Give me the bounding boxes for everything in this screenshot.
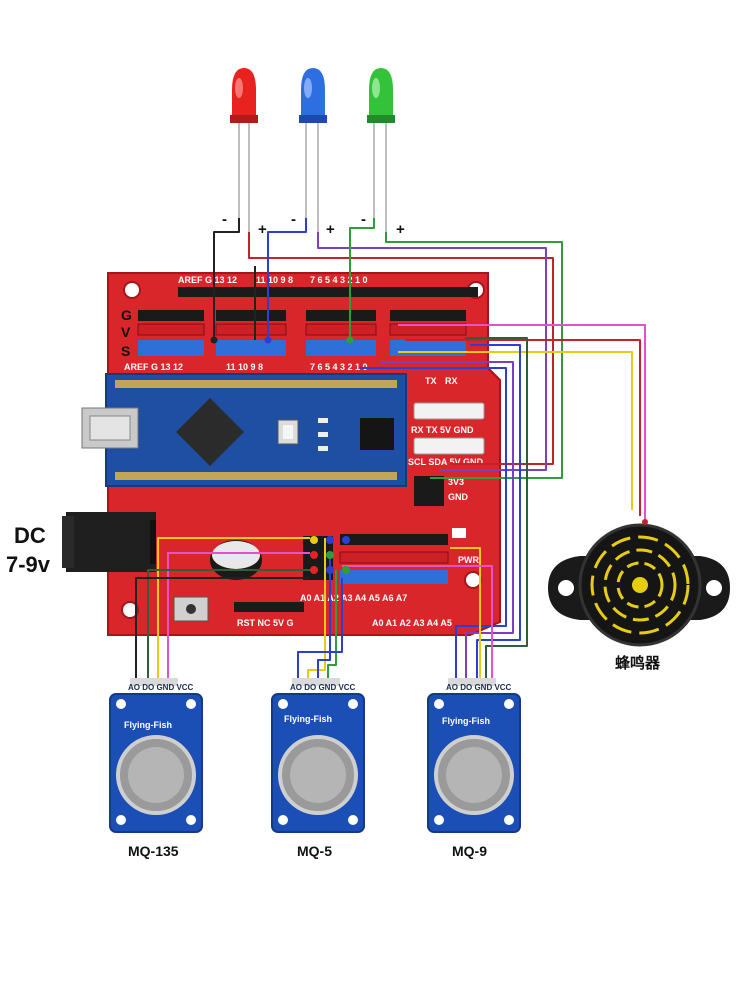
wire-led-red-pos [248,232,554,465]
mq5-model: MQ-5 [297,843,332,859]
gnd-label: GND [448,492,469,502]
led-green-pos: + [396,221,405,238]
row-s-label: S [121,343,130,359]
gvs-header-group-2 [215,310,287,356]
analog-header [339,534,449,584]
bottom-header-mid: 11 10 9 8 [226,362,263,372]
gvs-header-group-1 [137,310,205,356]
rx-label: RX [445,376,458,386]
bottom-header-left: AREF G 13 12 [124,362,183,372]
mq9-brand: Flying-Fish [442,716,490,726]
sensor-mq5 [271,678,365,833]
wire-led-blue-neg [267,218,307,340]
mq5-pins: AO DO GND VCC [290,683,356,692]
wire-mq135-ao [135,577,310,678]
led-red [230,68,258,232]
led-green [367,68,395,232]
uart-connector [413,402,485,420]
row-v-label: V [121,324,131,340]
buzzer [548,519,730,647]
mq135-model: MQ-135 [128,843,179,859]
wire-mq5-do [327,570,337,678]
voltage-label: 7-9v [6,552,51,577]
mount-hole [464,571,482,589]
led-green-neg: - [361,211,366,228]
mq9-pins: AO DO GND VCC [446,683,512,692]
wire-dots [210,336,354,574]
v33-label: 3V3 [448,477,464,487]
wire-led-blue-pos [317,232,547,471]
tx-label: TX [425,376,437,386]
pwr-label: PWR [458,555,479,565]
gvs-header-group-3 [305,310,377,356]
wire-mq9-vcc [465,337,528,678]
mq135-brand: Flying-Fish [124,720,172,730]
analog-right-labels: A0 A1 A2 A3 A4 A5 [372,618,452,628]
led-blue-neg: - [291,211,296,228]
sensor-mq135 [109,678,203,833]
wire-mq5-ao [297,578,343,678]
wire-mq9-gnd [470,344,521,678]
pwr-led [452,528,466,538]
mq9-model: MQ-9 [452,843,487,859]
arduino-nano [81,373,407,487]
led-red-neg: - [222,211,227,228]
wire-buzzer-power [405,339,641,516]
sensor-mq9 [427,678,521,833]
capacitor [210,540,262,580]
wires [135,218,646,678]
i2c-connector [413,437,485,455]
led-blue [299,68,327,232]
dc-label: DC [14,523,46,548]
mq135-pins: AO DO GND VCC [128,683,194,692]
wire-buzzer-vcc [398,351,633,510]
wire-mq135-gnd [167,552,310,678]
gvs-header-group-4 [389,310,467,356]
top-header-mid: 11 10 9 8 [256,275,293,285]
wire-mq5-gnd [317,555,331,678]
top-female-header [178,287,478,297]
analog-labels: A0 A1 A2 A3 A4 A5 A6 A7 [300,593,407,603]
rst-labels: RST NC 5V G [237,618,294,628]
wire-led-green-pos [385,232,563,479]
wire-led-red-neg [213,218,240,340]
top-header-right: 7 6 5 4 3 2 1 0 [310,275,368,285]
wire-buzzer-signal [398,324,646,520]
dc-jack [62,512,156,572]
wire-mq135-vcc [157,537,310,678]
wire-mq135-do [147,569,310,678]
buzzer-label: 蜂鸣器 [615,654,661,672]
wire-mq9-extra [450,547,481,678]
power-header [414,476,444,506]
rst-header [234,602,304,612]
wire-mq5-vcc [307,538,326,678]
mount-hole [123,281,141,299]
row-g-label: G [121,307,132,323]
i2c-labels: SCL SDA 5V GND [408,457,484,467]
wire-mq9-do [380,361,514,678]
mq5-brand: Flying-Fish [284,714,332,724]
top-header-left: AREF G 13 12 [178,275,237,285]
led-blue-pos: + [326,221,335,238]
uart-labels: RX TX 5V GND [411,425,474,435]
wire-led-green-neg [349,218,375,340]
bottom-header-right: 7 6 5 4 3 2 1 0 [310,362,368,372]
wire-mq9-extra-2 [342,565,493,678]
led-red-pos: + [258,221,267,238]
wire-mq9-ao [360,367,507,678]
mount-hole [121,601,139,619]
